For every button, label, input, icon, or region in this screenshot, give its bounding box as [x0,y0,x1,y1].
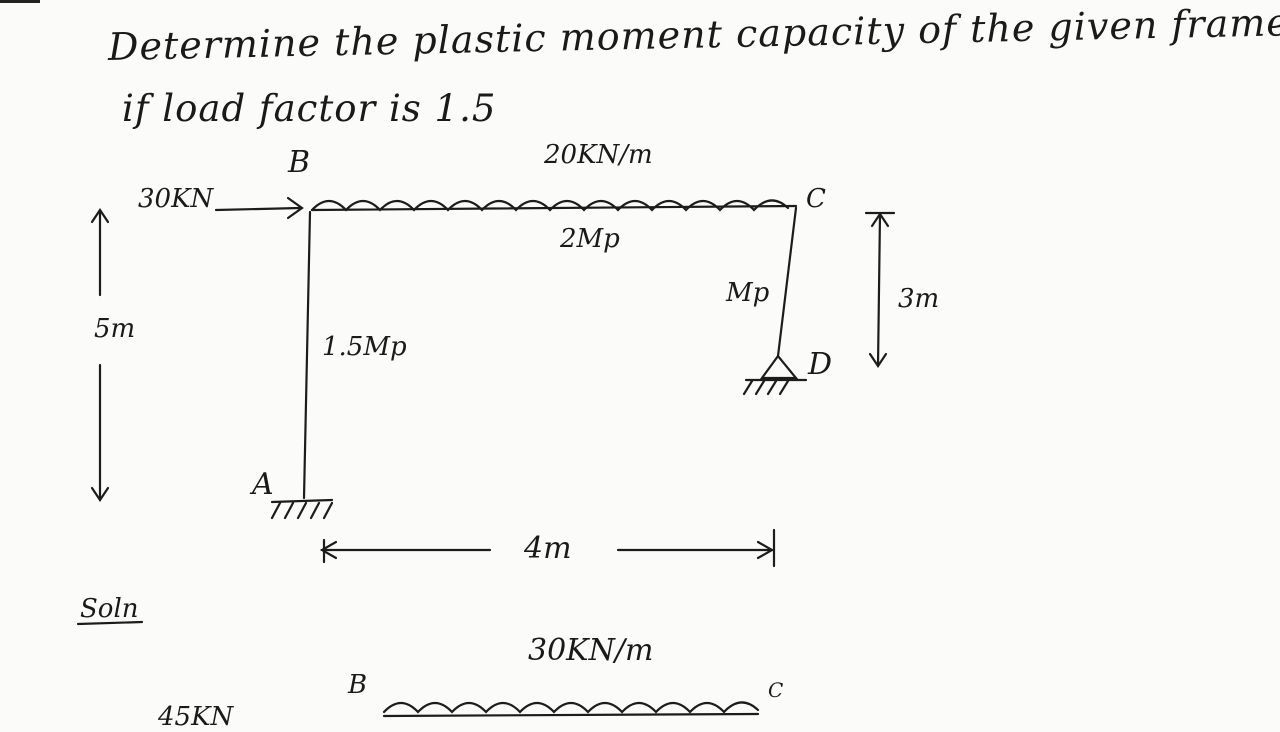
soln-underline [76,620,144,626]
beam-bc-2 [382,712,760,718]
left-column-moment-label: 1.5Mp [322,332,407,362]
point-load-label: 30KN [138,184,214,214]
support-d-pin [759,354,799,380]
solution-joint-c-label: C [768,678,784,702]
left-height-label: 5m [94,314,136,344]
joint-c-label: C [806,184,826,214]
solution-partial-load-label: 45KN [158,702,234,732]
joint-d-label: D [808,347,833,382]
solution-udl-label: 30KN/m [528,633,654,668]
dim-3m [876,212,882,368]
page-edge-mark [0,0,40,3]
udl-humps-2 [382,701,760,714]
column-cd [776,206,798,358]
span-label: 4m [524,531,572,566]
beam-moment-label: 2Mp [560,224,620,254]
column-ab [302,210,312,500]
support-a-base [270,498,334,504]
joint-b-label: B [288,145,311,180]
right-height-label: 3m [898,284,940,314]
question-line-2: if load factor is 1.5 [122,87,497,130]
solution-joint-b-label: B [348,670,368,700]
udl-label: 20KN/m [544,140,653,170]
support-d-hatch [742,379,790,396]
solution-label: Soln [80,594,139,624]
right-column-moment-label: Mp [726,278,770,308]
joint-a-label: A [252,467,274,502]
support-a-hatch [270,501,334,520]
point-load-arrow [214,206,302,212]
udl-humps [310,199,790,212]
